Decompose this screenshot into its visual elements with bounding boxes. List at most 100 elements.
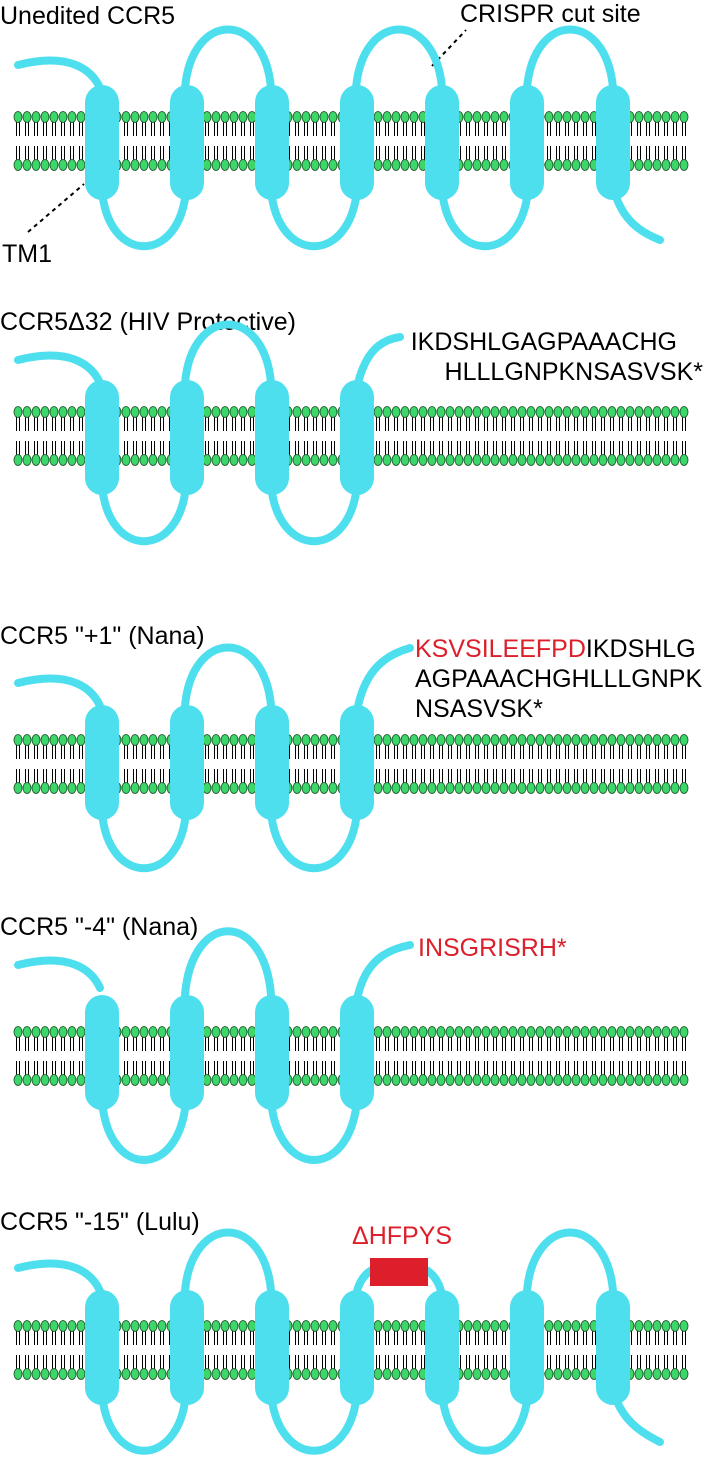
- phospholipid: [634, 111, 644, 171]
- phospholipid: [625, 1026, 635, 1086]
- phospholipid: [310, 111, 320, 171]
- n-terminus: [14, 956, 104, 992]
- phospholipid: [211, 1320, 221, 1380]
- phospholipid: [679, 406, 689, 466]
- panel-title: CCR5 "-15" (Lulu): [0, 1208, 200, 1236]
- phospholipid: [67, 734, 77, 794]
- phospholipid: [22, 1026, 32, 1086]
- tm-helix: [510, 85, 544, 200]
- tm-helix: [340, 380, 374, 495]
- phospholipid: [634, 1320, 644, 1380]
- phospholipid: [148, 111, 158, 171]
- tm-helix: [425, 85, 459, 200]
- extracellular-loop: [181, 1228, 275, 1295]
- panel-title: CCR5 "+1" (Nana): [0, 622, 205, 650]
- phospholipid: [76, 1026, 86, 1086]
- phospholipid: [49, 406, 59, 466]
- phospholipid: [58, 1026, 68, 1086]
- phospholipid: [301, 734, 311, 794]
- phospholipid: [310, 734, 320, 794]
- phospholipid: [571, 111, 581, 171]
- phospholipid: [517, 406, 527, 466]
- phospholipid: [562, 111, 572, 171]
- phospholipid: [40, 1026, 50, 1086]
- tail-sequence-line: NSASVSK*: [415, 695, 543, 723]
- phospholipid: [472, 1320, 482, 1380]
- phospholipid: [625, 734, 635, 794]
- phospholipid: [490, 1026, 500, 1086]
- phospholipid: [463, 1320, 473, 1380]
- extracellular-loop: [181, 643, 275, 710]
- phospholipid: [391, 111, 401, 171]
- phospholipid: [58, 111, 68, 171]
- protein: [14, 643, 414, 872]
- phospholipid: [499, 1026, 509, 1086]
- phospholipid: [400, 406, 410, 466]
- tm-helix: [255, 380, 289, 495]
- intracellular-loop: [267, 1389, 361, 1455]
- phospholipid: [310, 1026, 320, 1086]
- deletion-label: ΔHFPYS: [352, 1222, 452, 1250]
- intracellular-loop: [98, 481, 190, 545]
- phospholipid: [409, 111, 419, 171]
- phospholipid: [67, 1026, 77, 1086]
- phospholipid: [463, 406, 473, 466]
- phospholipid: [121, 734, 131, 794]
- tail-sequence-line: KSVSILEEFPDIKDSHLG: [415, 635, 696, 663]
- phospholipid: [13, 406, 23, 466]
- intracellular-loop: [267, 808, 361, 872]
- tm-helix: [340, 1290, 374, 1405]
- tm-helix: [340, 705, 374, 820]
- phospholipid: [157, 406, 167, 466]
- phospholipid: [238, 1026, 248, 1086]
- phospholipid: [301, 111, 311, 171]
- phospholipid: [670, 111, 680, 171]
- phospholipid: [328, 406, 338, 466]
- phospholipid: [67, 406, 77, 466]
- phospholipid: [679, 734, 689, 794]
- phospholipid: [580, 111, 590, 171]
- phospholipid: [679, 1026, 689, 1086]
- tm-helix: [255, 85, 289, 200]
- phospholipid: [31, 1320, 41, 1380]
- tail-sequence-line: IKDSHLGAGPAAACHG: [411, 328, 677, 356]
- phospholipid: [121, 406, 131, 466]
- phospholipid: [22, 734, 32, 794]
- phospholipid: [409, 1320, 419, 1380]
- phospholipid: [13, 111, 23, 171]
- phospholipid: [202, 734, 212, 794]
- phospholipid: [436, 734, 446, 794]
- phospholipid: [472, 734, 482, 794]
- phospholipid: [130, 111, 140, 171]
- phospholipid: [319, 406, 329, 466]
- phospholipid: [616, 734, 626, 794]
- phospholipid: [499, 406, 509, 466]
- phospholipid: [472, 1026, 482, 1086]
- phospholipid: [670, 406, 680, 466]
- phospholipid: [211, 1026, 221, 1086]
- phospholipid: [139, 1026, 149, 1086]
- phospholipid: [562, 1026, 572, 1086]
- phospholipid: [328, 1026, 338, 1086]
- phospholipid: [553, 111, 563, 171]
- phospholipid: [427, 406, 437, 466]
- phospholipid: [517, 1026, 527, 1086]
- phospholipid: [454, 406, 464, 466]
- phospholipid: [220, 406, 230, 466]
- tm-helix: [85, 380, 119, 495]
- phospholipid: [391, 1026, 401, 1086]
- phospholipid: [202, 1320, 212, 1380]
- intracellular-loop: [98, 1096, 190, 1164]
- phospholipid: [76, 1320, 86, 1380]
- phospholipid: [31, 406, 41, 466]
- tm-helix: [170, 380, 204, 495]
- phospholipid: [418, 406, 428, 466]
- phospholipid: [598, 734, 608, 794]
- phospholipid: [409, 734, 419, 794]
- phospholipid: [229, 406, 239, 466]
- n-terminus: [14, 1259, 104, 1295]
- phospholipid: [580, 734, 590, 794]
- phospholipid: [661, 1026, 671, 1086]
- phospholipid: [580, 406, 590, 466]
- phospholipid: [319, 111, 329, 171]
